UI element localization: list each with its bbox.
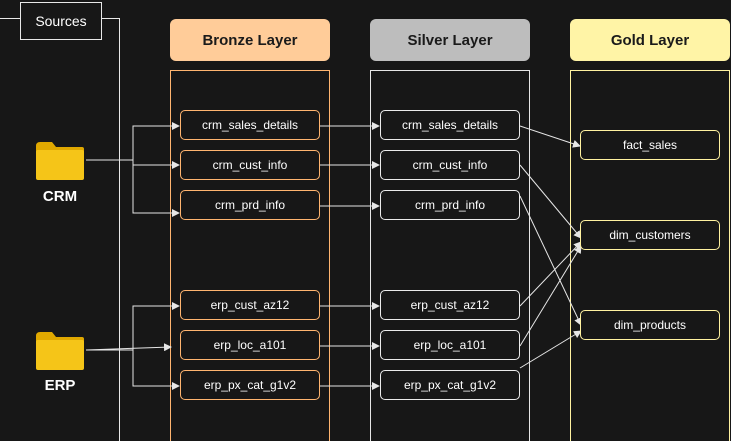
sources-title: Sources: [20, 2, 102, 40]
silver-node-erp-loc-a101: erp_loc_a101: [380, 330, 520, 360]
silver-node-crm-sales-details: crm_sales_details: [380, 110, 520, 140]
gold-node-dim-products: dim_products: [580, 310, 720, 340]
bronze-node-crm-prd-info: crm_prd_info: [180, 190, 320, 220]
bronze-node-crm-cust-info: crm_cust_info: [180, 150, 320, 180]
crm-label: CRM: [42, 188, 78, 205]
bronze-node-erp-cust-az12: erp_cust_az12: [180, 290, 320, 320]
crm-folder-icon: [34, 140, 86, 182]
gold-layer-column: [570, 70, 730, 441]
silver-node-erp-cust-az12: erp_cust_az12: [380, 290, 520, 320]
bronze-node-crm-sales-details: crm_sales_details: [180, 110, 320, 140]
silver-node-erp-px-cat-g1v2: erp_px_cat_g1v2: [380, 370, 520, 400]
gold-layer-header: Gold Layer: [570, 19, 730, 61]
silver-node-crm-prd-info: crm_prd_info: [380, 190, 520, 220]
bronze-layer-header: Bronze Layer: [170, 19, 330, 61]
erp-folder-icon: [34, 330, 86, 372]
erp-label: ERP: [44, 377, 76, 394]
bronze-node-erp-px-cat-g1v2: erp_px_cat_g1v2: [180, 370, 320, 400]
gold-node-fact-sales: fact_sales: [580, 130, 720, 160]
bronze-node-erp-loc-a101: erp_loc_a101: [180, 330, 320, 360]
silver-layer-header: Silver Layer: [370, 19, 530, 61]
silver-node-crm-cust-info: crm_cust_info: [380, 150, 520, 180]
silver-layer-column: [370, 70, 530, 441]
gold-node-dim-customers: dim_customers: [580, 220, 720, 250]
bronze-layer-column: [170, 70, 330, 441]
